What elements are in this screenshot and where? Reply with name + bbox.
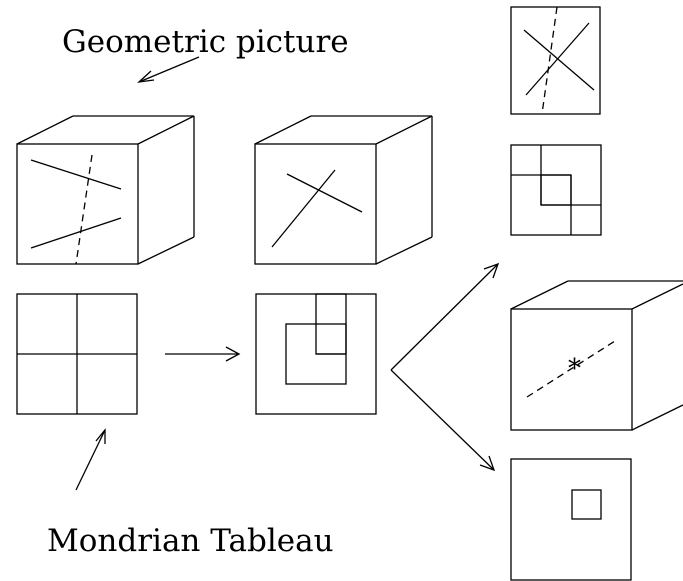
arrow-branch-up — [390, 262, 500, 371]
square-nested-grid — [510, 144, 602, 236]
square-with-inner — [510, 458, 632, 581]
cube1-line-lower — [30, 217, 122, 249]
arrow-tableau-transform — [165, 346, 241, 362]
tableau-quadrants — [16, 293, 138, 415]
geometric-picture-label: Geometric picture — [62, 24, 349, 60]
cube-geometric-2 — [254, 115, 433, 265]
mondrian-tableau-label: Mondrian Tableau — [47, 523, 334, 559]
cube2-line-a — [286, 173, 363, 213]
arrow-branch-down — [390, 369, 496, 472]
cube-geometric-1 — [16, 115, 195, 265]
star-marker: * — [568, 354, 581, 384]
arrow-mondrian-pointer — [75, 428, 106, 491]
tableau-overlap — [255, 293, 377, 415]
cube1-dashed-line — [75, 154, 93, 265]
square-crossing — [510, 6, 601, 115]
arrow-geometric-pointer — [137, 56, 200, 83]
cube1-line-upper — [30, 159, 122, 190]
cube2-line-b — [271, 169, 336, 248]
cube-dashed-diagonal — [510, 280, 683, 431]
